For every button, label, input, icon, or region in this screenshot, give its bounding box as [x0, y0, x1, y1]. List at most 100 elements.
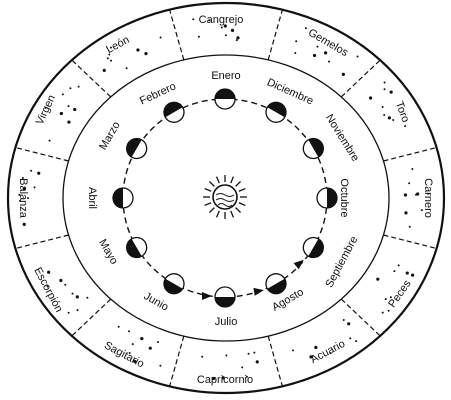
ring-divider — [267, 9, 283, 61]
star-dot — [236, 36, 240, 40]
month-label: Octubre — [338, 178, 350, 217]
star-dot — [241, 366, 244, 369]
constellation-label: Acuario — [309, 338, 348, 366]
star-dot — [389, 90, 393, 94]
star-dot — [197, 35, 200, 38]
earth-phase-icon — [265, 101, 287, 123]
constellation-label: León — [104, 34, 131, 56]
inner-ring — [62, 54, 390, 342]
star-dot — [192, 18, 195, 21]
star-dot — [131, 343, 134, 346]
star-dot — [381, 105, 384, 108]
star-dot — [19, 199, 22, 202]
star-dot — [61, 93, 64, 96]
outer-ring — [6, 1, 446, 395]
star-dot — [46, 285, 49, 288]
sun-ray — [208, 207, 215, 214]
star-dot — [387, 116, 391, 120]
earth-phase-icon — [302, 236, 324, 259]
star-dot — [224, 34, 227, 37]
star-dot — [384, 298, 387, 301]
month-label: Junio — [142, 290, 171, 314]
star-dot — [323, 51, 328, 55]
constellation-label: Peces — [386, 278, 414, 310]
star-dot — [225, 354, 228, 357]
sun-ray — [238, 202, 246, 207]
star-dot — [405, 271, 409, 275]
star-dot — [292, 349, 295, 352]
direction-arrow-icon — [253, 287, 264, 296]
star-dot — [403, 193, 408, 197]
sun-ray — [208, 180, 215, 187]
star-dot — [33, 186, 36, 189]
earth-phase-icon — [302, 137, 324, 160]
earth-phase-icon — [126, 137, 148, 160]
star-dot — [221, 376, 225, 380]
star-dot — [342, 319, 345, 322]
star-dot — [349, 337, 352, 340]
ring-divider — [169, 9, 185, 61]
star-dot — [144, 51, 148, 56]
star-dot — [75, 295, 79, 299]
star-dot — [397, 264, 400, 267]
star-dots — [18, 18, 430, 381]
earth-phase-icon — [126, 236, 148, 259]
month-label: Mayo — [96, 237, 120, 266]
star-dot — [64, 283, 67, 286]
star-dot — [304, 27, 307, 30]
star-dot — [201, 355, 204, 358]
star-dot — [37, 171, 41, 175]
month-label: Marzo — [97, 120, 123, 152]
star-dot — [383, 81, 386, 84]
star-dot — [387, 309, 390, 312]
star-dot — [44, 106, 47, 109]
sun-ray — [235, 180, 242, 187]
star-dot — [415, 193, 418, 196]
sun-ray — [215, 210, 220, 218]
star-dot — [392, 119, 395, 122]
constellation-label: Cangrejo — [199, 14, 244, 26]
ring-divider — [383, 146, 437, 162]
star-dot — [329, 352, 332, 355]
direction-arrow-icon — [202, 292, 212, 300]
month-label: Abril — [86, 187, 98, 209]
ring-divider — [267, 335, 283, 387]
orbit-arrows — [202, 259, 304, 300]
star-dot — [255, 360, 259, 364]
star-dot — [383, 88, 386, 91]
star-dot — [404, 211, 408, 215]
constellation-label: Carnero — [422, 178, 434, 218]
constellation-label: Capricornio — [197, 374, 253, 386]
earth-phase-icon — [112, 187, 134, 209]
ring-divider — [383, 234, 437, 250]
star-dot — [26, 197, 29, 200]
star-dot — [404, 125, 407, 128]
star-dot — [294, 51, 297, 54]
ring-divider — [15, 146, 69, 162]
star-dot — [102, 68, 106, 72]
month-label: Septiembre — [323, 234, 360, 289]
star-dot — [247, 352, 250, 355]
star-dot — [108, 53, 111, 56]
earth-phase-icon — [163, 273, 185, 295]
star-dot — [73, 107, 77, 112]
star-dot — [48, 139, 51, 142]
star-dot — [67, 105, 70, 108]
sun-ray — [235, 207, 242, 214]
star-dot — [136, 48, 140, 52]
star-dot — [383, 114, 386, 117]
star-dot — [67, 120, 71, 124]
earth-phase-icon — [214, 286, 236, 308]
constellation-label: Sagitario — [102, 339, 146, 370]
direction-arrow-icon — [293, 259, 304, 270]
star-dot — [420, 209, 423, 212]
star-dot — [314, 345, 318, 350]
star-dot — [128, 352, 131, 355]
star-dot — [109, 46, 112, 49]
star-dot — [411, 273, 415, 277]
star-dot — [220, 26, 223, 29]
sun-ray — [238, 187, 246, 192]
star-dot — [157, 341, 160, 344]
